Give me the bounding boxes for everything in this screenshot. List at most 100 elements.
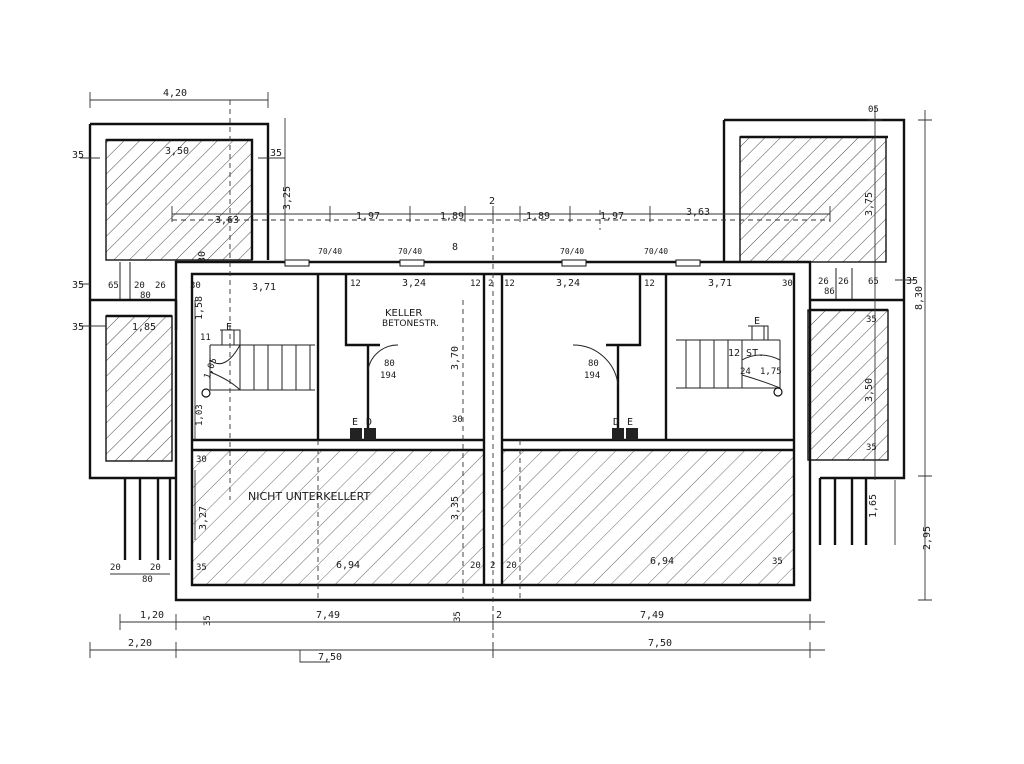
dim-35-bottom-right: 35	[772, 557, 783, 567]
dim-1-05: 1,05	[203, 357, 220, 381]
dim-1-89-left: 1,89	[440, 211, 464, 222]
dim-12-d: 12	[644, 279, 655, 289]
dim-05: 05	[868, 105, 879, 115]
dim-3-24-right: 3,24	[556, 278, 580, 289]
dim-7-49-left: 7,49	[316, 610, 340, 621]
dim-1-20: 1,20	[140, 610, 164, 621]
dim-35-bottom-left: 35	[196, 563, 207, 573]
meter-boxes	[350, 428, 638, 440]
room-labels: KELLER BETONESTR. NICHT UNTERKELLERT	[248, 308, 439, 503]
symbol-labels: E E E D D E 12 ST.	[226, 316, 764, 428]
dim-1-97-right: 1,97	[600, 211, 624, 222]
dim-26-left: 26	[155, 281, 166, 291]
symbol-d-meter-right: D	[613, 417, 619, 428]
dim-3-63-right: 3,63	[686, 207, 710, 218]
dim-8-30: 8,30	[914, 286, 925, 310]
dim-12-c: 12	[504, 279, 515, 289]
dim-1-75-right: 1,75	[760, 367, 782, 377]
dim-8-center: 8	[452, 242, 458, 253]
dim-3-24-left: 3,24	[402, 278, 426, 289]
dim-70-40-c: 70/40	[560, 247, 584, 256]
dim-20-center-b: 20	[506, 561, 517, 571]
dim-door-194-right: 194	[584, 371, 600, 381]
dim-35-top-left: 35	[72, 150, 84, 161]
dim-65-right: 65	[868, 277, 879, 287]
dim-35-below-center: 35	[453, 611, 463, 622]
room-label-nicht-unterkellert: NICHT UNTERKELLERT	[248, 490, 370, 503]
dim-2-20: 2,20	[128, 638, 152, 649]
dim-65-left: 65	[108, 281, 119, 291]
dim-1-97-left: 1,97	[356, 211, 380, 222]
dim-3-70: 3,70	[450, 346, 461, 370]
dim-20-left: 20	[134, 281, 145, 291]
symbol-e-meter-right: E	[627, 417, 633, 428]
windows	[284, 259, 701, 267]
dim-70-40-d: 70/40	[644, 247, 668, 256]
dim-door-80-right: 80	[588, 359, 599, 369]
dim-70-40-b: 70/40	[398, 247, 422, 256]
stair-left	[201, 329, 315, 398]
room-label-betonestr: BETONESTR.	[382, 319, 439, 329]
dim-26-right-a: 26	[818, 277, 829, 287]
dim-6-94-left: 6,94	[336, 560, 360, 571]
symbol-d-meter-left: D	[366, 417, 372, 428]
dim-35-left-c: 35	[72, 322, 84, 333]
dim-2-center-b: 2	[490, 561, 495, 571]
dim-30-left-b: 30	[196, 455, 207, 465]
hatched-areas	[105, 136, 889, 586]
dim-3-75: 3,75	[864, 192, 875, 216]
dim-12-a: 12	[350, 279, 361, 289]
stair-right	[676, 325, 783, 397]
dim-24-right: 24	[740, 367, 751, 377]
dim-3-71-right: 3,71	[708, 278, 732, 289]
dim-3-25: 3,25	[282, 186, 293, 210]
dim-30-left: 30	[190, 281, 201, 291]
hatch-right-mid	[807, 309, 889, 461]
dim-6-94-right: 6,94	[650, 556, 674, 567]
dim-3-71-left: 3,71	[252, 282, 276, 293]
dim-30-right: 30	[782, 279, 793, 289]
dim-4-20: 4,20	[163, 88, 187, 99]
dim-26-right-b: 26	[838, 277, 849, 287]
room-label-keller: KELLER	[385, 308, 422, 319]
dim-35-right: 35	[906, 276, 918, 287]
stair-steps-label: 12 ST.	[728, 348, 764, 359]
dim-2-bottom: 2	[496, 610, 502, 621]
dimension-texts: 4,20 3,50 35 35 3,25 3,63 1,97 1,89 2 1,…	[72, 88, 933, 663]
dim-70-40-a: 70/40	[318, 247, 342, 256]
dim-20-bottom-b: 20	[150, 563, 161, 573]
dim-door-80-left: 80	[384, 359, 395, 369]
dim-7-49-right: 7,49	[640, 610, 664, 621]
dim-35-below-left: 35	[203, 615, 213, 626]
dim-1-85: 1,85	[132, 322, 156, 333]
dim-3-50-right: 3,50	[864, 378, 875, 402]
dim-35-right-d: 35	[866, 443, 877, 453]
dim-12-b: 12	[470, 279, 481, 289]
dim-1-89-right: 1,89	[526, 211, 550, 222]
symbol-e-meter-left: E	[352, 417, 358, 428]
dim-80-bottom: 80	[142, 575, 153, 585]
dim-35-right-c: 35	[866, 315, 877, 325]
dim-7-50-left: 7,50	[318, 652, 342, 663]
dim-1-58: 1,58	[194, 296, 205, 320]
symbol-e-left: E	[226, 322, 232, 333]
hatch-top-left	[105, 139, 253, 261]
dimension-lines	[80, 92, 932, 663]
dim-3-27: 3,27	[198, 506, 209, 530]
dim-30-wall: 30	[197, 251, 208, 263]
dim-11: 11	[200, 333, 211, 343]
dim-35-left-b: 35	[72, 280, 84, 291]
dim-3-35: 3,35	[450, 496, 461, 520]
dim-35-top-mid: 35	[270, 148, 282, 159]
hatch-left-mid	[105, 315, 173, 462]
dim-20-center-a: 20	[470, 561, 481, 571]
dim-1-03: 1,03	[195, 404, 205, 426]
door-swings	[367, 344, 619, 386]
dim-20-bottom-a: 20	[110, 563, 121, 573]
dim-2-top: 2	[489, 196, 495, 207]
dim-3-63-left: 3,63	[215, 215, 239, 226]
dim-door-194-left: 194	[380, 371, 396, 381]
dim-30-center: 30	[452, 415, 463, 425]
dashed-lines	[172, 100, 830, 660]
